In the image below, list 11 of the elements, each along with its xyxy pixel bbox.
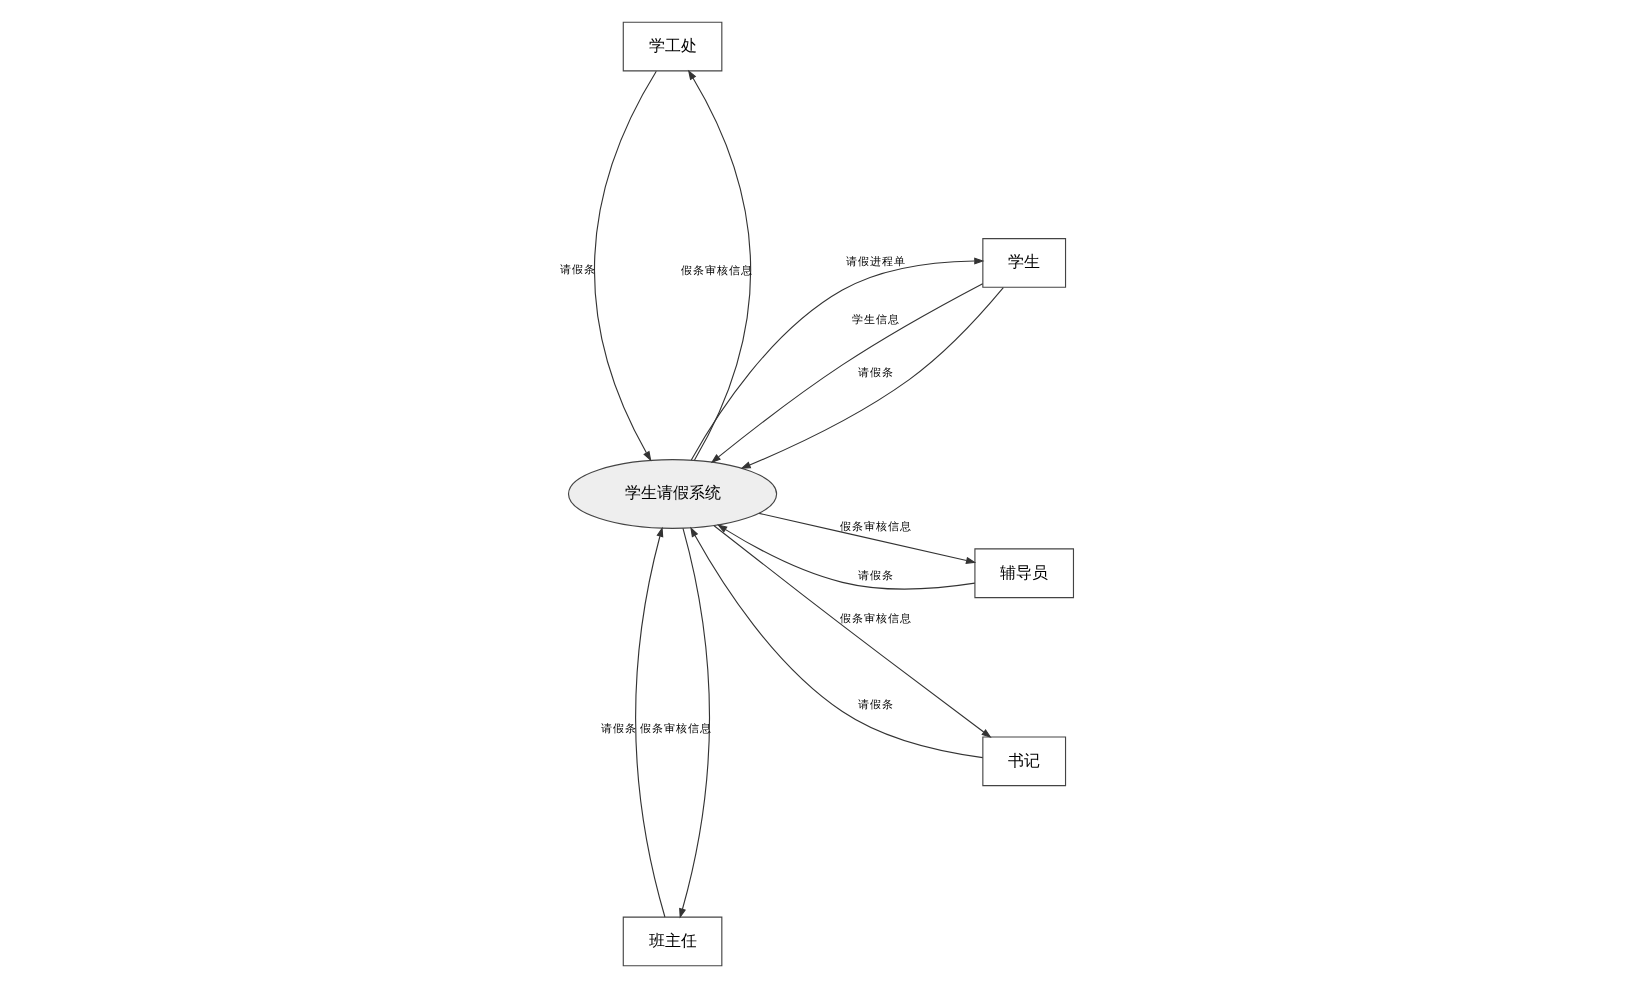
arrow xyxy=(634,526,665,918)
arrow xyxy=(686,69,751,461)
arrow xyxy=(678,527,710,919)
arrow xyxy=(689,526,983,759)
arrow xyxy=(757,512,976,564)
arrow xyxy=(689,257,984,461)
arrow xyxy=(712,525,991,738)
arrow xyxy=(709,283,983,464)
arrow xyxy=(593,70,656,462)
arrow xyxy=(739,287,1003,469)
arrow xyxy=(716,524,975,590)
